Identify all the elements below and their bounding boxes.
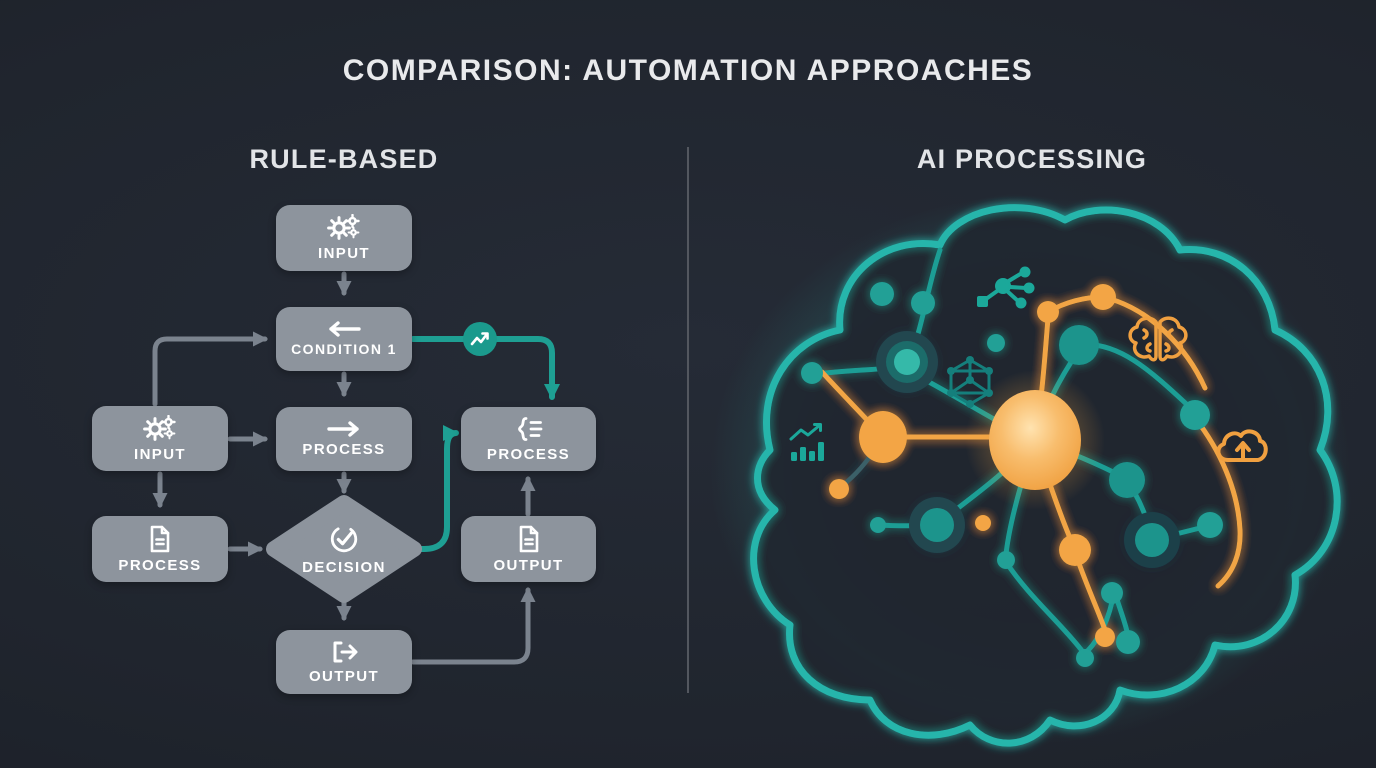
brain-icon (1128, 316, 1188, 362)
node-label: PROCESS (486, 445, 571, 463)
gears-icon (327, 214, 361, 241)
bar-chart-icon (789, 423, 824, 461)
document-icon (517, 525, 541, 553)
arrow-left-icon (326, 321, 362, 337)
flow-node-decision: DECISION (284, 514, 404, 584)
core-node (989, 390, 1081, 490)
molecule-icon (947, 356, 993, 408)
edge-outputbottom-outputright (410, 587, 536, 665)
arrow-right-icon (326, 420, 362, 437)
list-icon (514, 416, 544, 442)
cloud-upload-icon (1216, 429, 1268, 462)
flowchart-connectors (152, 271, 560, 665)
halo-node (909, 497, 965, 553)
node-label: OUTPUT (493, 556, 564, 574)
network-share-icon (977, 266, 1035, 309)
flow-node-input-left: INPUT (92, 406, 228, 471)
flow-node-output-right: OUTPUT (461, 516, 596, 582)
right-panel-header: AI PROCESSING (916, 144, 1148, 174)
edge-condition-processright-teal (410, 336, 560, 400)
node-label: INPUT (318, 245, 370, 262)
exit-arrow-icon (329, 640, 359, 664)
document-icon (148, 525, 172, 553)
flow-node-input-top: INPUT (276, 205, 412, 271)
trend-up-badge (463, 322, 497, 356)
flow-node-output-bottom: OUTPUT (276, 630, 412, 694)
flow-node-process-right: PROCESS (461, 407, 596, 471)
flow-node-condition-1: CONDITION 1 (276, 307, 412, 371)
halo-node (876, 331, 938, 393)
halo-node (1124, 512, 1180, 568)
neural-brain-illustration (710, 195, 1350, 747)
flow-node-process-left: PROCESS (92, 516, 228, 582)
gears-icon (143, 414, 177, 442)
edge-inputleft-condition (152, 331, 268, 407)
node-label: OUTPUT (308, 667, 380, 685)
edge-decision-processright-teal (413, 425, 459, 552)
node-label: INPUT (134, 445, 186, 463)
node-label: DECISION (302, 558, 386, 576)
orange-nodes (829, 284, 1116, 647)
page-title: COMPARISON: AUTOMATION APPROACHES (342, 54, 1034, 87)
check-circle-icon (328, 523, 360, 555)
node-label: CONDITION 1 (291, 341, 397, 357)
trend-up-icon (470, 332, 489, 346)
flow-node-process-mid: PROCESS (276, 407, 412, 471)
left-panel-header: RULE-BASED (249, 144, 439, 174)
node-label: PROCESS (118, 556, 202, 574)
node-label: PROCESS (302, 440, 386, 458)
panel-divider (687, 147, 689, 693)
